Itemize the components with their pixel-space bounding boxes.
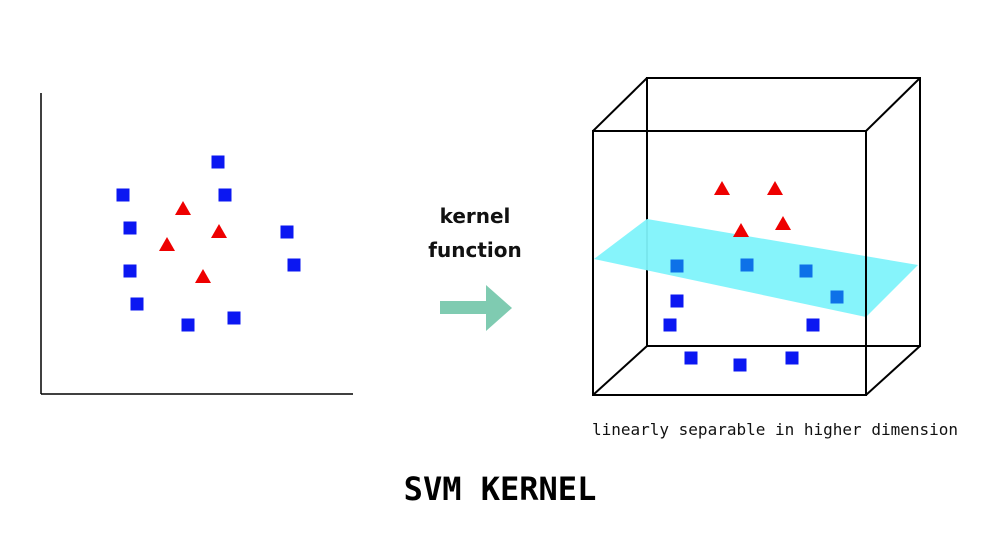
arrow-label-kernel: kernel [439,204,511,228]
square-marker [663,318,677,332]
cube-edge [592,77,648,132]
cube-back-face [646,77,921,347]
triangle-marker [775,216,791,230]
square-marker [123,221,137,235]
square-marker [287,258,301,272]
arrow-label-function: function [428,238,522,262]
triangle-marker [195,269,211,283]
input-space-points [116,155,301,332]
triangle-marker [211,224,227,238]
caption: linearly separable in higher dimension [591,420,959,439]
triangle-marker [175,201,191,215]
square-marker [670,294,684,308]
square-marker [799,264,813,278]
square-marker [123,264,137,278]
triangle-marker [714,181,730,195]
input-space-axes [40,93,353,395]
square-marker [211,155,225,169]
square-marker [130,297,144,311]
square-marker [670,259,684,273]
square-marker [684,351,698,365]
square-marker [227,311,241,325]
cube-front-face [592,130,867,396]
triangle-marker [733,223,749,237]
cube-edge [865,345,921,396]
square-marker [740,258,754,272]
square-marker [218,188,232,202]
triangle-marker [767,181,783,195]
arrow-head [486,285,512,331]
right-arrow-icon [440,285,512,331]
square-marker [280,225,294,239]
triangle-marker [159,237,175,251]
square-marker [116,188,130,202]
main-title: SVM KERNEL [403,470,597,508]
cube-edge [592,345,648,396]
cube-edge [865,77,921,132]
square-marker [733,358,747,372]
arrow-shaft [440,301,488,314]
square-marker [830,290,844,304]
separating-hyperplane [594,219,918,317]
feature-space-cube [592,77,921,396]
square-marker [181,318,195,332]
square-marker [806,318,820,332]
feature-space-points [663,181,844,372]
square-marker [785,351,799,365]
